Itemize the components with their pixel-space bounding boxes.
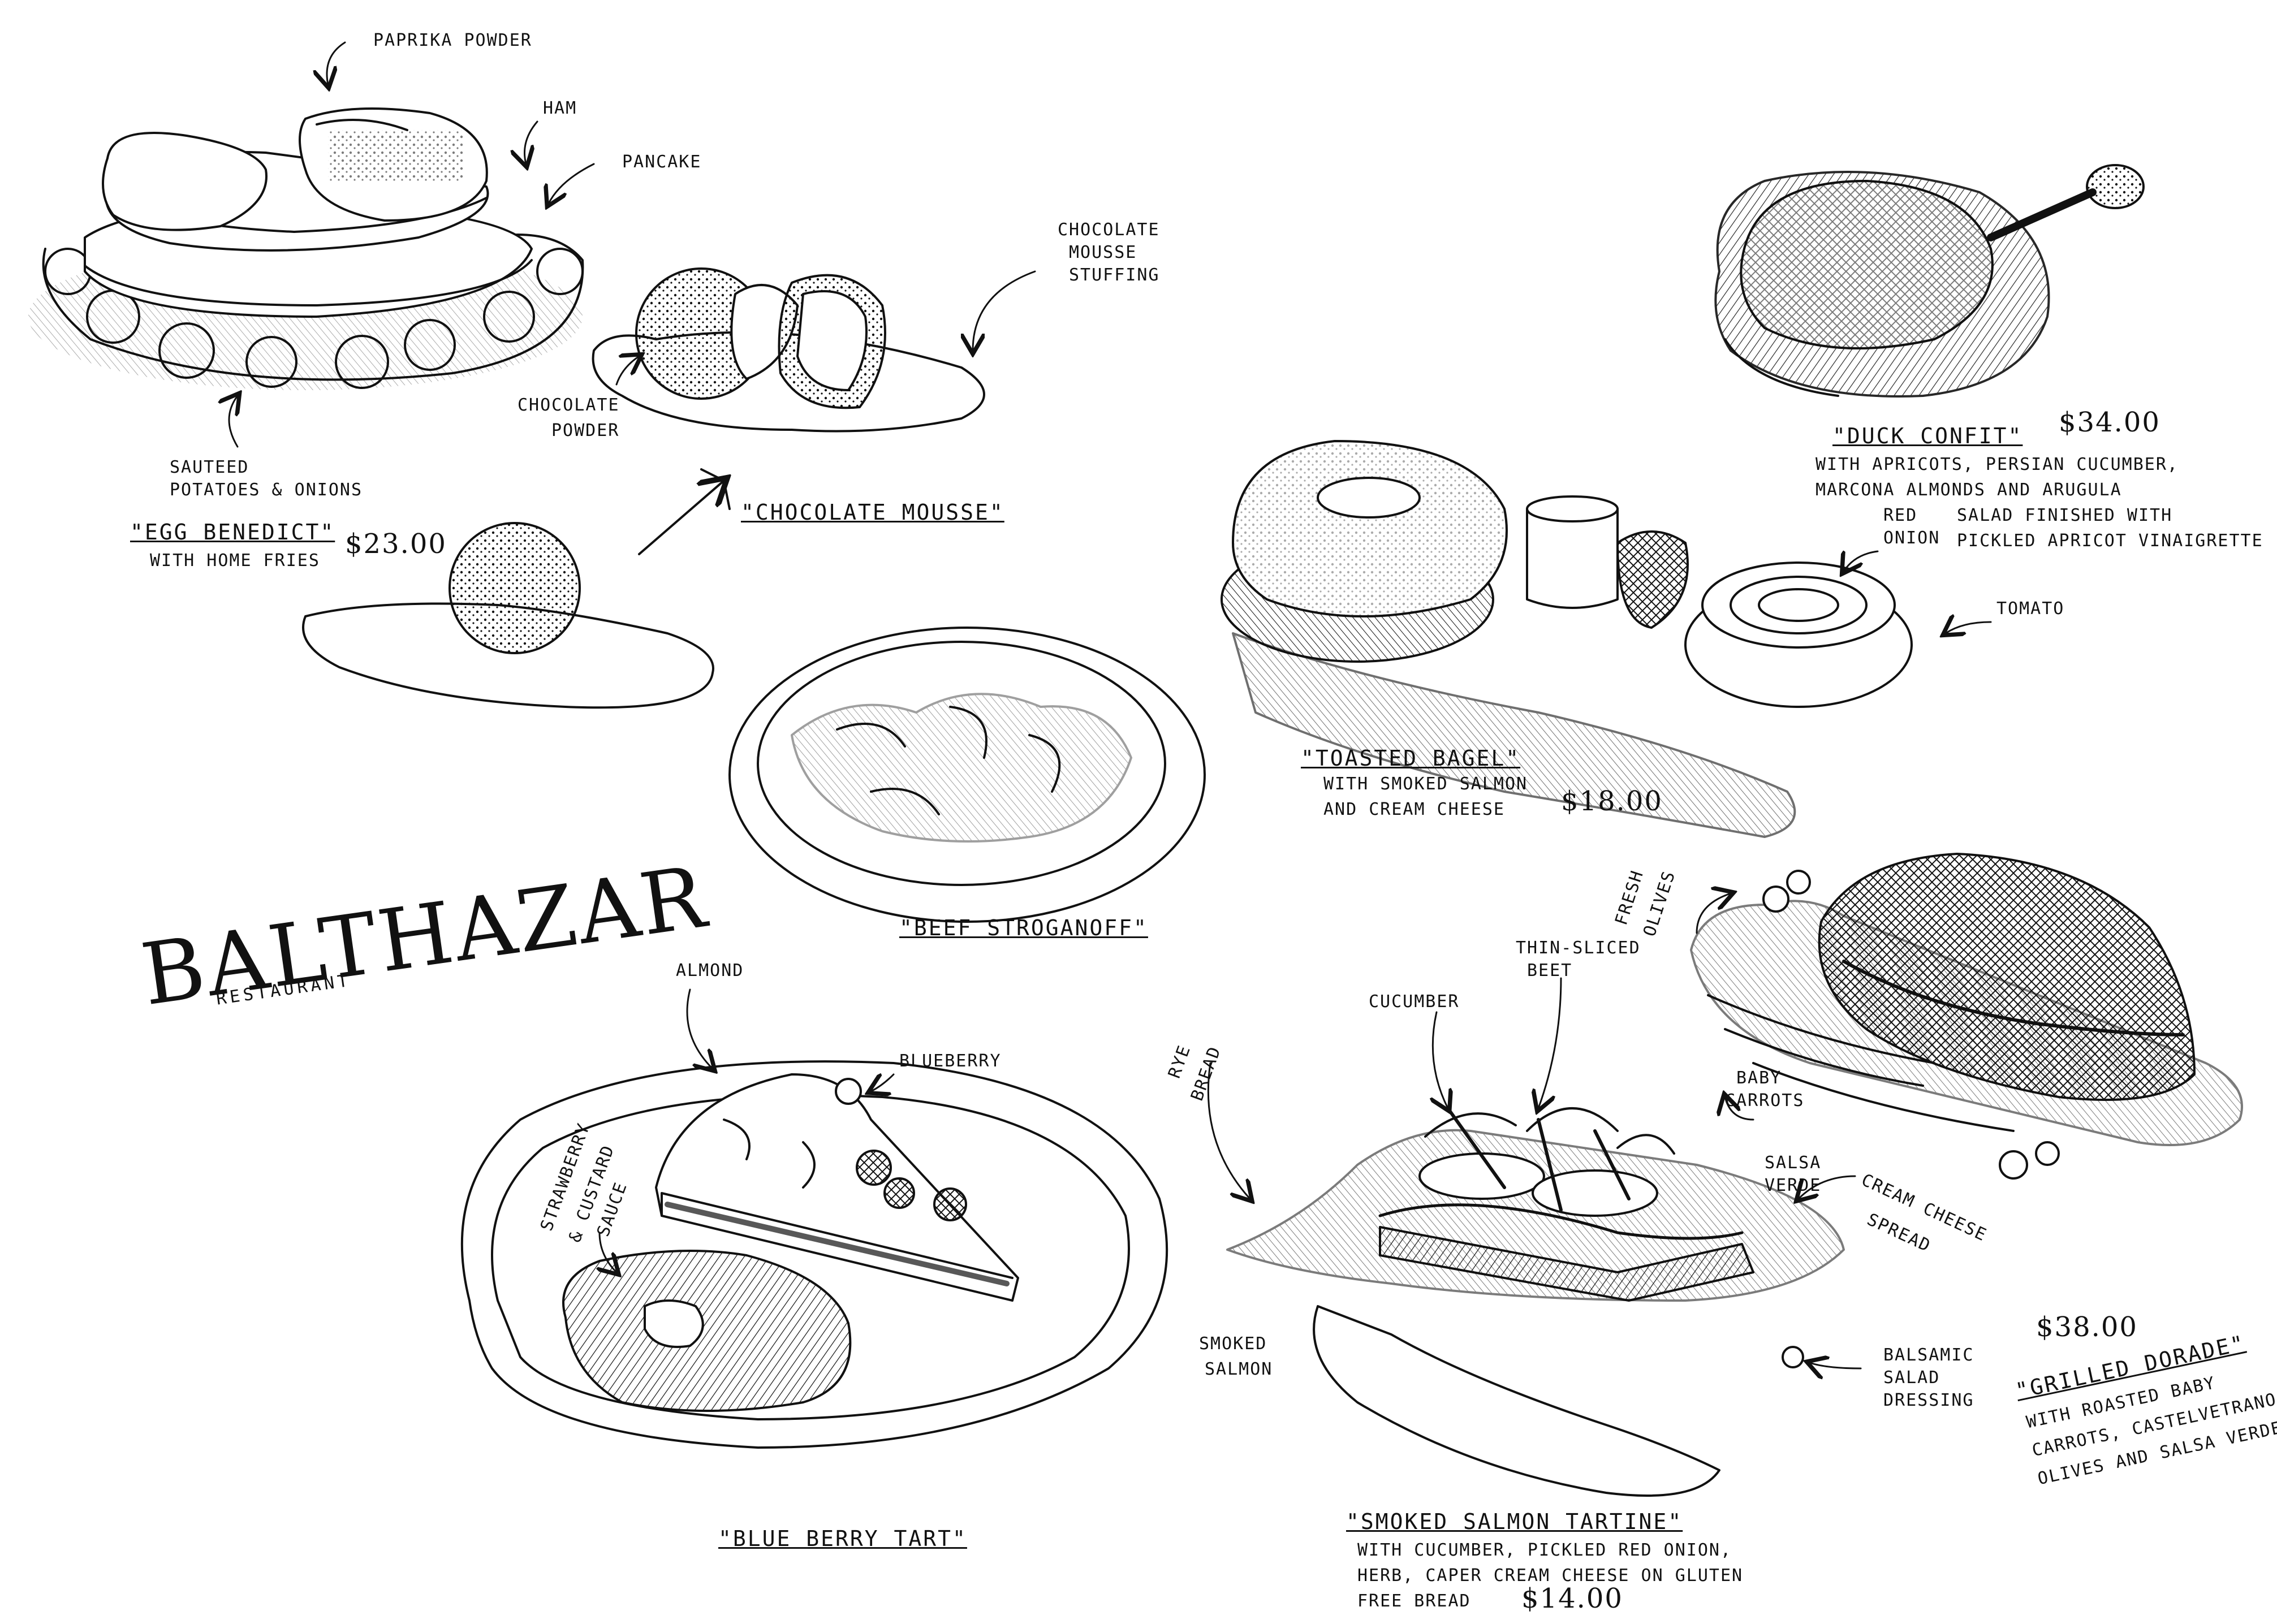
label-almond: ALMOND [676,961,744,981]
label-salsa-line1: SALSA [1765,1153,1822,1173]
label-balsamic-line2: SALAD [1883,1368,1940,1388]
label-paprika-powder: PAPRIKA POWDER [373,31,532,50]
label-onion: ONION [1883,528,1940,548]
label-ham: HAM [543,98,577,118]
label-mousse-line2: MOUSSE [1069,243,1137,262]
label-pancake: PANCAKE [622,152,702,172]
label-carrots-line1: BABY [1736,1068,1782,1088]
label-powder-line2: POWDER [551,421,620,440]
dish-price-toasted-bagel: $18.00 [1561,785,1663,817]
egg-benedict-drawing [28,107,584,390]
dish-title-blueberry-tart: "BLUE BERRY TART" [718,1526,967,1551]
dish-title-egg-benedict: "EGG BENEDICT" [130,520,335,545]
label-potatoes-line1: SAUTEED [170,457,249,477]
dish-price-duck-confit: $34.00 [2059,407,2160,438]
duck-confit-drawing [1714,164,2145,398]
dish-desc-duck-line1: WITH APRICOTS, PERSIAN CUCUMBER, [1815,455,2179,474]
dish-desc-duck-line3: SALAD FINISHED WITH [1957,506,2173,525]
chocolate-mousse-whole-drawing [302,468,730,709]
label-balsamic-line3: DRESSING [1883,1390,1974,1410]
label-cucumber: CUCUMBER [1369,992,1460,1012]
dish-desc-duck-line2: MARCONA ALMONDS AND ARUGULA [1815,480,2122,500]
label-red: RED [1883,506,1918,525]
label-beet-line1: THIN-SLICED [1516,938,1641,958]
label-smoked-line1: SMOKED [1199,1334,1267,1354]
dish-desc-bagel-line1: WITH SMOKED SALMON [1323,774,1528,794]
label-blueberry: BLUEBERRY [899,1051,1002,1071]
beef-stroganoff-drawing [728,627,1206,923]
dish-desc-tartine-line3: FREE BREAD [1357,1591,1471,1611]
dish-title-chocolate-mousse: "CHOCOLATE MOUSSE" [741,500,1004,525]
toasted-bagel-drawing [1221,440,1913,838]
dish-desc-egg-benedict: WITH HOME FRIES [150,551,320,571]
dish-desc-tartine-line1: WITH CUCUMBER, PICKLED RED ONION, [1357,1540,1732,1560]
dish-price-egg-benedict: $23.00 [345,528,447,560]
label-mousse-line1: CHOCOLATE [1058,220,1160,240]
label-potatoes-line2: POTATOES & ONIONS [170,480,363,500]
dish-title-toasted-bagel: "TOASTED BAGEL" [1301,746,1521,771]
grilled-dorade-drawing [1690,853,2243,1180]
label-carrots-line2: CARROTS [1725,1091,1805,1111]
label-powder-line1: CHOCOLATE [518,395,620,415]
dish-title-smoked-salmon-tartine: "SMOKED SALMON TARTINE" [1346,1509,1683,1534]
dish-price-grilled-dorade: $38.00 [2036,1311,2138,1343]
label-mousse-line3: STUFFING [1069,265,1160,285]
label-salsa-line2: VERDE [1765,1176,1822,1195]
blueberry-tart-drawing [460,1060,1168,1449]
annotation-arrows [229,41,1992,1368]
dish-desc-duck-line4: PICKLED APRICOT VINAIGRETTE [1957,531,2263,551]
dish-desc-tartine-line2: HERB, CAPER CREAM CHEESE ON GLUTEN [1357,1566,1744,1586]
label-smoked-line2: SALMON [1205,1359,1273,1379]
dish-desc-bagel-line2: AND CREAM CHEESE [1323,800,1505,819]
chocolate-mousse-cut-drawing [592,267,985,433]
dish-price-smoked-salmon-tartine: $14.00 [1521,1583,1623,1614]
dish-title-duck-confit: "DUCK CONFIT" [1832,424,2023,448]
smoked-salmon-tartine-drawing [1226,1107,1845,1497]
label-balsamic-line1: BALSAMIC [1883,1345,1974,1365]
label-tomato: TOMATO [1996,599,2065,619]
label-beet-line2: BEET [1527,961,1573,981]
dish-title-beef-stroganoff: "BEEF STROGANOFF" [899,915,1148,940]
